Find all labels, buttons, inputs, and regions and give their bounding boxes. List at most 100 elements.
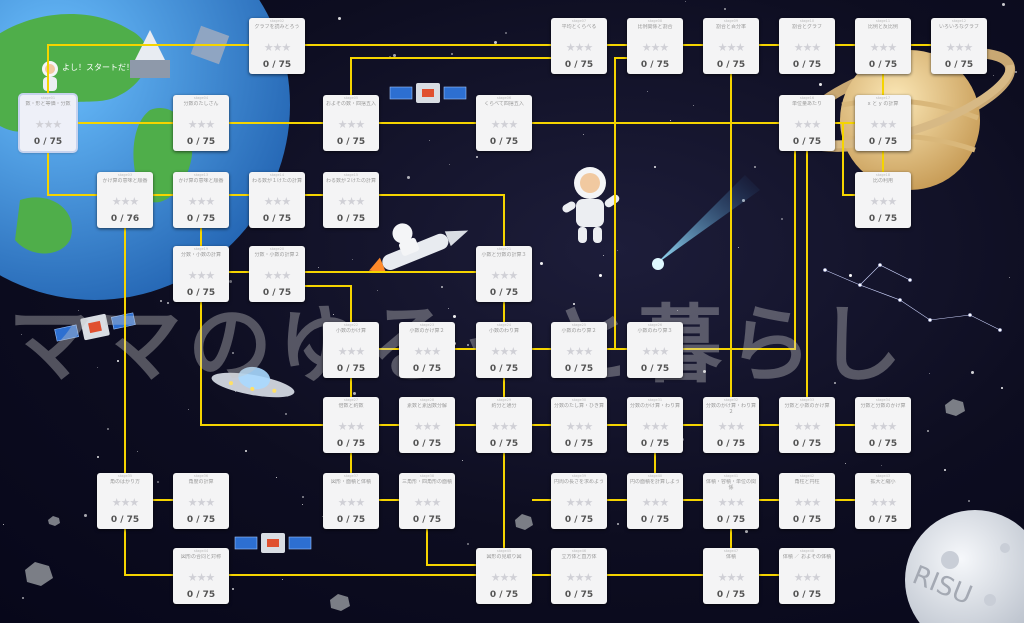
star bbox=[599, 274, 602, 277]
stage-title: 分数のたし算・ひき算 bbox=[553, 403, 604, 409]
stage-label: stage19 bbox=[193, 247, 209, 251]
star bbox=[188, 409, 189, 410]
star-rating: ★★★ bbox=[111, 195, 140, 208]
star-rating: ★★★ bbox=[490, 420, 519, 433]
stage-title: 図形の見取り図 bbox=[486, 554, 522, 560]
path-line bbox=[47, 44, 249, 95]
star bbox=[235, 391, 236, 392]
stage-score: 0 / 75 bbox=[564, 439, 594, 449]
star bbox=[302, 504, 303, 505]
stage-score: 0 / 75 bbox=[868, 137, 898, 147]
stage-label: stage31 bbox=[647, 398, 663, 402]
star bbox=[160, 300, 162, 302]
star bbox=[338, 17, 341, 20]
stage-score: 0 / 75 bbox=[640, 364, 670, 374]
stage-title: かけ算の意味と順番 bbox=[178, 178, 224, 184]
stage-title: 小数のわり算２ bbox=[561, 328, 597, 334]
stage-score: 0 / 75 bbox=[186, 515, 216, 525]
star bbox=[467, 543, 469, 545]
star bbox=[282, 579, 283, 580]
stage-score: 0 / 75 bbox=[336, 439, 366, 449]
stage-score: 0 / 75 bbox=[868, 515, 898, 525]
stage-title: 小数のかけ算２ bbox=[409, 328, 445, 334]
stage-score: 0 / 75 bbox=[564, 60, 594, 70]
star bbox=[107, 428, 109, 430]
star bbox=[738, 247, 739, 248]
star bbox=[617, 250, 618, 251]
star bbox=[993, 75, 994, 76]
star-rating: ★★★ bbox=[187, 269, 216, 282]
stage-label: stage45 bbox=[496, 549, 512, 553]
stage-label: stage12 bbox=[951, 19, 967, 23]
stage-label: stage38 bbox=[419, 474, 435, 478]
star-rating: ★★★ bbox=[263, 269, 292, 282]
stage-title: 角度の計算 bbox=[188, 479, 214, 485]
star-rating: ★★★ bbox=[111, 496, 140, 509]
stage-label: stage36 bbox=[193, 474, 209, 478]
star bbox=[724, 8, 726, 10]
stage-score: 0 / 75 bbox=[186, 590, 216, 600]
star bbox=[78, 310, 79, 311]
rocket-icon bbox=[369, 223, 469, 273]
stage-score: 0 / 75 bbox=[792, 137, 822, 147]
star bbox=[117, 360, 119, 362]
stage-score: 0 / 75 bbox=[110, 515, 140, 525]
star bbox=[353, 392, 356, 395]
stage-label: stage03 bbox=[117, 173, 133, 177]
stage-title: 分数・小数の計算 bbox=[180, 252, 221, 258]
astronaut-icon bbox=[562, 167, 620, 243]
stage-label: stage44 bbox=[193, 549, 209, 553]
star bbox=[494, 41, 497, 44]
stage-title: 割合とグラフ bbox=[791, 24, 822, 30]
